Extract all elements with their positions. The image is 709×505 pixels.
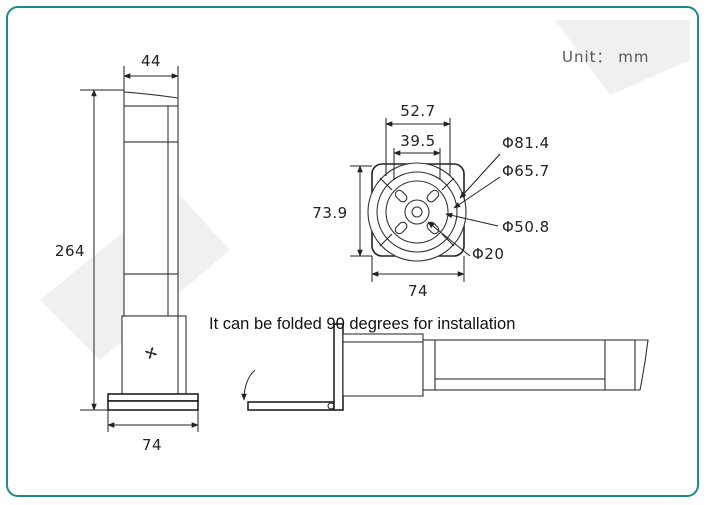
folded-mount-plate (333, 323, 344, 411)
base-view-dimensions (350, 118, 501, 282)
side-view-drawing (107, 91, 199, 411)
tower-base-plate (107, 400, 199, 411)
side-view-dimensions (80, 66, 199, 432)
label-dia-65-7: Φ65.7 (502, 162, 550, 180)
tower-segment-2 (123, 141, 179, 275)
folded-base-plate (247, 401, 335, 411)
label-dia-81-4: Φ81.4 (502, 134, 550, 152)
dim-73-9: 73.9 (312, 204, 347, 222)
dim-base-width: 74 (142, 436, 162, 454)
folded-top-cap (634, 339, 649, 391)
dim-74-base: 74 (408, 282, 428, 300)
base-view-drawing (367, 162, 467, 262)
border-frame (6, 6, 699, 497)
tower-housing (121, 315, 187, 395)
tower-top-cap (123, 91, 179, 107)
tower-segment-3 (123, 273, 179, 317)
folded-housing (342, 333, 424, 397)
label-dia-20: Φ20 (472, 245, 504, 263)
dim-52-7: 52.7 (400, 102, 435, 120)
fan-icon (145, 347, 157, 359)
label-dia-50-8: Φ50.8 (502, 218, 550, 236)
fold-note: It can be folded 90 degrees for installa… (209, 315, 515, 333)
dim-height: 264 (55, 242, 85, 260)
dim-39-5: 39.5 (400, 132, 435, 150)
folded-column (434, 339, 606, 391)
tower-segment-1 (123, 105, 179, 143)
dim-top-width: 44 (141, 52, 161, 70)
tower-base-plate-top (107, 393, 199, 402)
unit-label: Unit： mm (562, 48, 650, 66)
folded-view-drawing (241, 323, 649, 411)
